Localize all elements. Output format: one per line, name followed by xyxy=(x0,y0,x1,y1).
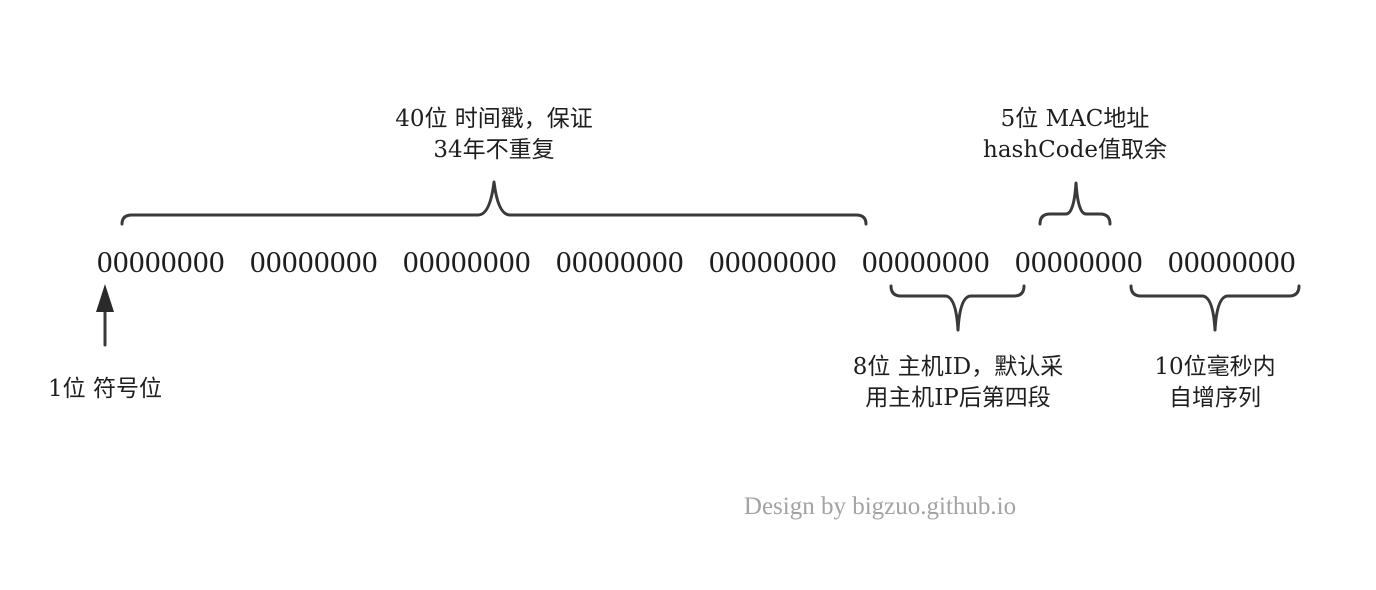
timestamp-label-line1: 40位 时间戳，保证 xyxy=(395,106,593,132)
timestamp-brace xyxy=(120,180,868,226)
host-label: 8位 主机ID，默认采 用主机IP后第四段 xyxy=(830,352,1086,414)
host-label-line2: 用主机IP后第四段 xyxy=(865,385,1051,411)
byte-8: 00000000 xyxy=(1168,244,1296,279)
sign-arrow-head xyxy=(96,284,114,312)
host-brace xyxy=(889,284,1026,332)
byte-5: 00000000 xyxy=(709,244,837,279)
sign-label-line1: 1位 符号位 xyxy=(48,376,162,402)
host-label-line1: 8位 主机ID，默认采 xyxy=(852,354,1064,380)
mac-brace xyxy=(1038,181,1112,226)
byte-6: 00000000 xyxy=(862,244,990,279)
mac-label: 5位 MAC地址 hashCode值取余 xyxy=(960,104,1190,166)
sign-label: 1位 符号位 xyxy=(30,374,180,405)
bit-layout-row: 00000000 00000000 00000000 00000000 0000… xyxy=(97,240,1312,284)
byte-7: 00000000 xyxy=(1015,244,1143,279)
credit-watermark: Design by bigzuo.github.io xyxy=(743,493,1017,520)
sequence-brace xyxy=(1129,284,1301,332)
sequence-label: 10位毫秒内 自增序列 xyxy=(1130,352,1300,414)
mac-label-line1: 5位 MAC地址 xyxy=(1000,106,1150,132)
timestamp-label-line2: 34年不重复 xyxy=(433,137,555,163)
timestamp-label: 40位 时间戳，保证 34年不重复 xyxy=(364,104,624,166)
sequence-label-line2: 自增序列 xyxy=(1169,385,1261,411)
byte-3: 00000000 xyxy=(403,244,531,279)
byte-1: 00000000 xyxy=(97,244,225,279)
mac-label-line2: hashCode值取余 xyxy=(983,137,1167,163)
sequence-label-line1: 10位毫秒内 xyxy=(1154,354,1276,380)
byte-4: 00000000 xyxy=(556,244,684,279)
byte-2: 00000000 xyxy=(250,244,378,279)
